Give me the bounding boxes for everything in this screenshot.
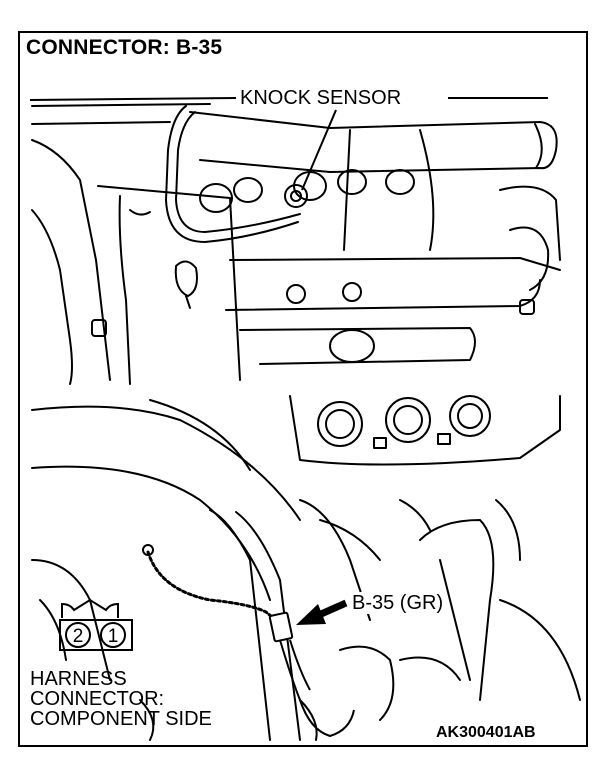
harness-caption-line-2: CONNECTOR: <box>30 688 165 710</box>
harness-connector-caption: HARNESS CONNECTOR: COMPONENT SIDE <box>30 669 212 729</box>
harness-connector-symbol <box>59 598 133 651</box>
harness-caption-line-3: COMPONENT SIDE <box>30 708 212 730</box>
pointer-arrow <box>296 599 348 625</box>
knock-sensor-label: KNOCK SENSOR <box>240 87 402 109</box>
harness-caption-line-1: HARNESS <box>30 668 127 690</box>
figure-code: AK300401AB <box>436 724 536 742</box>
pin-2-label: 2 <box>73 626 84 647</box>
diagram-frame <box>18 31 588 747</box>
pin-1-label: 1 <box>108 626 119 647</box>
connector-title: CONNECTOR: B-35 <box>26 36 223 59</box>
connector-b35-label: B-35 (GR) <box>352 592 444 614</box>
